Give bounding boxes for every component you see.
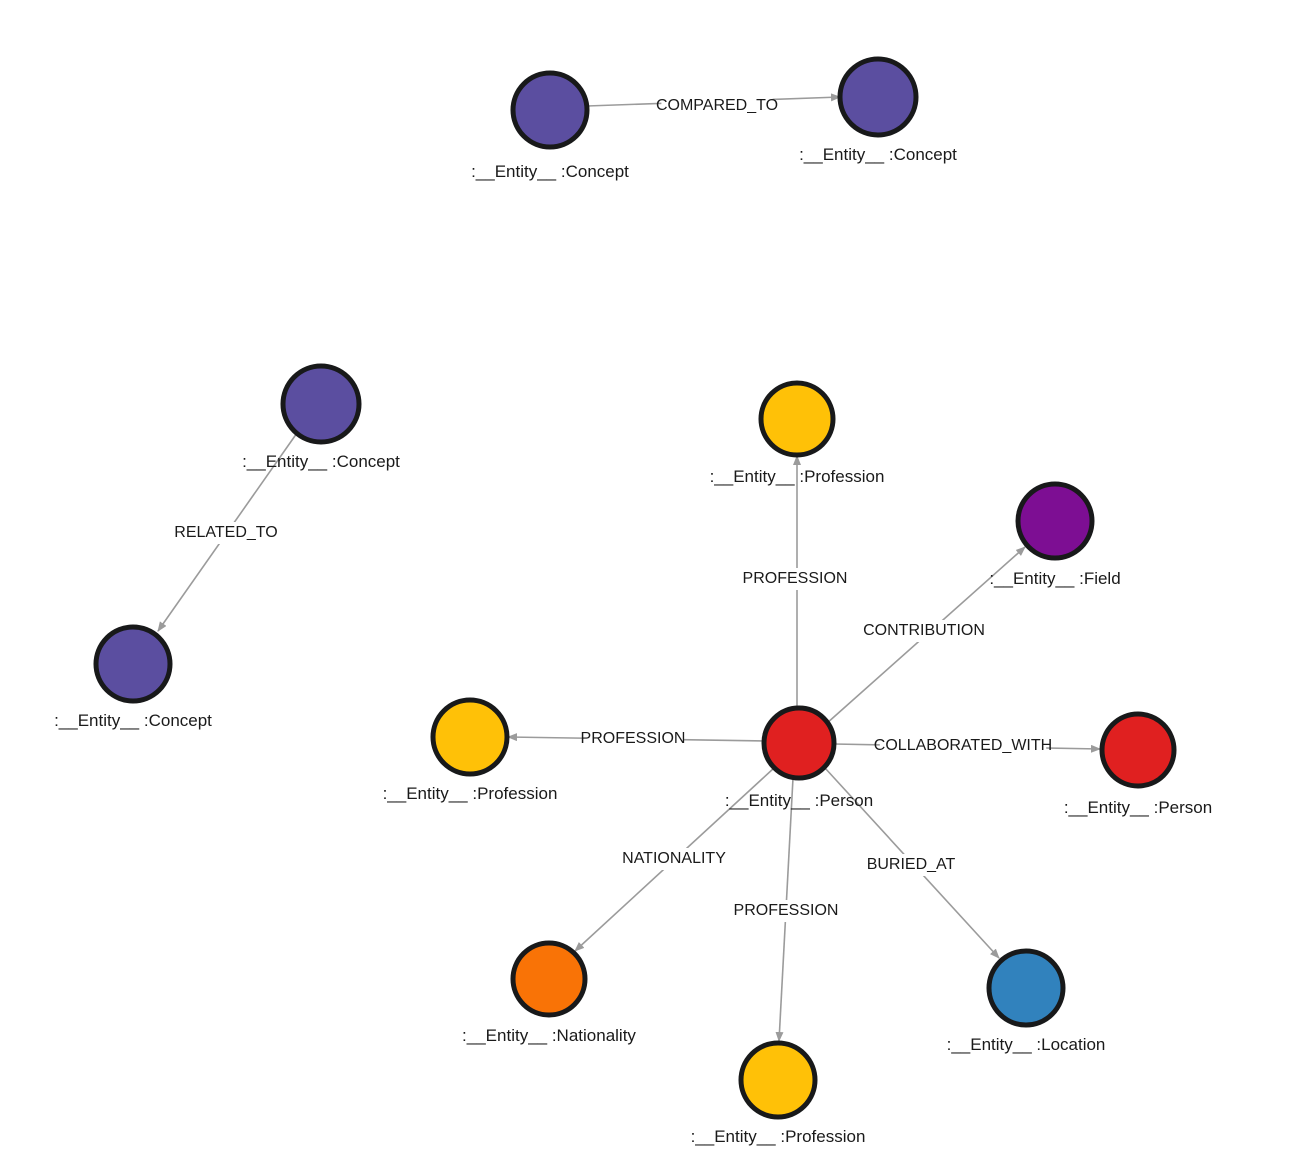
graph-node-concept[interactable]: [280, 363, 362, 445]
edge-label: RELATED_TO: [174, 524, 277, 541]
node-label: :__Entity__ :Concept: [799, 145, 957, 164]
node-label: :__Entity__ :Nationality: [462, 1026, 636, 1045]
edge-label-backdrop: [879, 735, 1047, 757]
graph-node-concept[interactable]: [93, 624, 173, 704]
nodes-layer: [93, 56, 1177, 1120]
edge-label: PROFESSION: [734, 902, 839, 919]
node-label: :__Entity__ :Field: [989, 569, 1120, 588]
edge-label: PROFESSION: [581, 730, 686, 747]
graph-node-nationality[interactable]: [510, 940, 588, 1018]
node-label: :__Entity__ :Person: [1064, 798, 1212, 817]
node-label: :__Entity__ :Concept: [242, 452, 400, 471]
edge-label-backdrop: [175, 522, 277, 544]
graph-node-profession[interactable]: [758, 380, 836, 458]
graph-node-profession[interactable]: [738, 1040, 818, 1120]
node-label: :__Entity__ :Concept: [54, 711, 212, 730]
edge-label: BURIED_AT: [867, 856, 956, 873]
edge-label-backdrop: [864, 854, 958, 876]
node-label: :__Entity__ :Profession: [691, 1127, 866, 1146]
edge-label: COMPARED_TO: [656, 97, 778, 114]
graph-node-person[interactable]: [1099, 711, 1177, 789]
edge-label: COLLABORATED_WITH: [874, 737, 1052, 754]
edge-label: CONTRIBUTION: [863, 622, 985, 639]
node-label: :__Entity__ :Profession: [710, 467, 885, 486]
edge-label-backdrop: [582, 728, 684, 750]
graph-node-concept[interactable]: [510, 70, 590, 150]
graph-node-person[interactable]: [761, 705, 837, 781]
node-label: :__Entity__ :Person: [725, 791, 873, 810]
edge-label-backdrop: [863, 620, 985, 642]
edge-label-backdrop: [618, 848, 730, 870]
graph-node-location[interactable]: [986, 948, 1066, 1028]
node-label: :__Entity__ :Location: [947, 1035, 1106, 1054]
node-label: :__Entity__ :Profession: [383, 784, 558, 803]
edge-label: PROFESSION: [743, 570, 848, 587]
node-labels-layer: :__Entity__ :Concept :__Entity__ :Concept…: [54, 145, 1212, 1146]
graph-node-concept[interactable]: [837, 56, 919, 138]
graph-node-field[interactable]: [1015, 481, 1095, 561]
edge-label-backdrop: [661, 95, 773, 117]
edge-label: NATIONALITY: [622, 850, 726, 867]
edge-labels-layer: COMPARED_TO RELATED_TO PROFESSION CONTRIBUT…: [174, 95, 1052, 922]
edges-layer: [157, 93, 1101, 1042]
graph-node-profession[interactable]: [430, 697, 510, 777]
edge-label-backdrop: [744, 568, 846, 590]
node-label: :__Entity__ :Concept: [471, 162, 629, 181]
edge-label-backdrop: [735, 900, 837, 922]
